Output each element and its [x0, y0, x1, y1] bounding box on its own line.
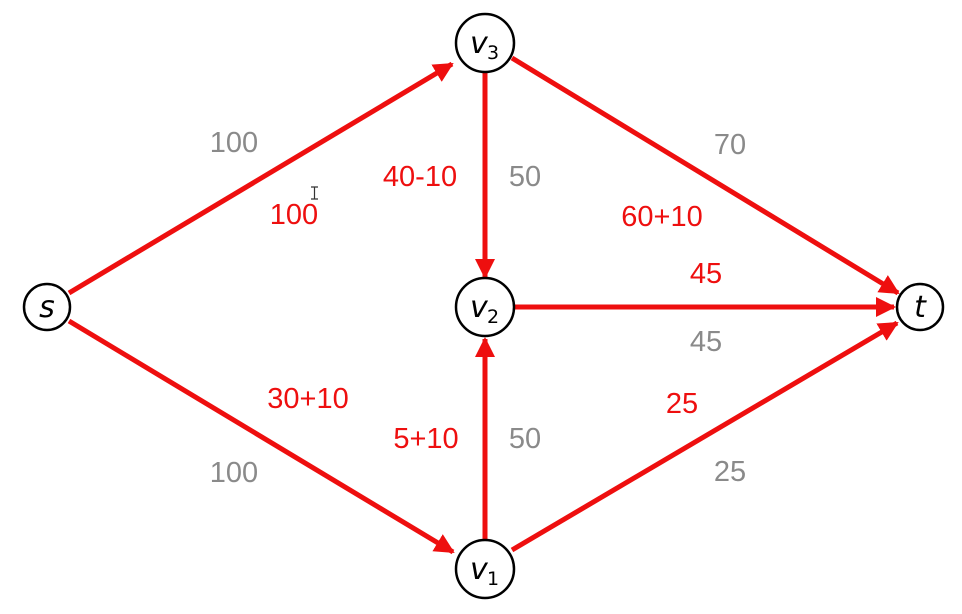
flow-v3-v2: 40-10: [383, 161, 457, 193]
capacity-v3-v2: 50: [509, 161, 541, 193]
node-v1: v 1: [454, 538, 516, 600]
flow-s-v3: 100: [270, 199, 318, 231]
flow-s-v1: 30+10: [267, 383, 348, 415]
capacity-s-v1: 100: [210, 457, 258, 489]
node-v3-subscript: 3: [487, 42, 499, 64]
capacity-v2-t: 45: [690, 326, 722, 358]
node-v1-subscript: 1: [487, 568, 499, 590]
flow-v1-v2: 5+10: [393, 423, 458, 455]
node-v3: v 3: [454, 12, 516, 74]
node-v3-label: v: [470, 26, 489, 61]
edge-s-v3: [67, 61, 454, 296]
flow-v2-t: 45: [690, 258, 722, 290]
capacity-v1-t: 25: [714, 456, 746, 488]
edge-v3-t: [510, 55, 900, 296]
capacity-v3-t: 70: [714, 129, 746, 161]
capacity-s-v3: 100: [210, 127, 258, 159]
capacity-v1-v2: 50: [509, 423, 541, 455]
node-v2-subscript: 2: [487, 306, 499, 328]
node-v1-label: v: [470, 552, 489, 587]
node-s: s: [22, 282, 72, 332]
node-v2: v 2: [454, 276, 516, 338]
node-t-label: t: [914, 290, 927, 325]
edge-s-v1: [67, 318, 455, 555]
node-t: t: [895, 282, 945, 332]
edge-v1-t: [510, 320, 899, 553]
flow-v1-t: 25: [666, 388, 698, 420]
node-v2-label: v: [470, 290, 489, 325]
node-s-label: s: [39, 290, 55, 325]
text-cursor-icon: [311, 186, 318, 200]
flow-v3-t: 60+10: [621, 201, 702, 233]
